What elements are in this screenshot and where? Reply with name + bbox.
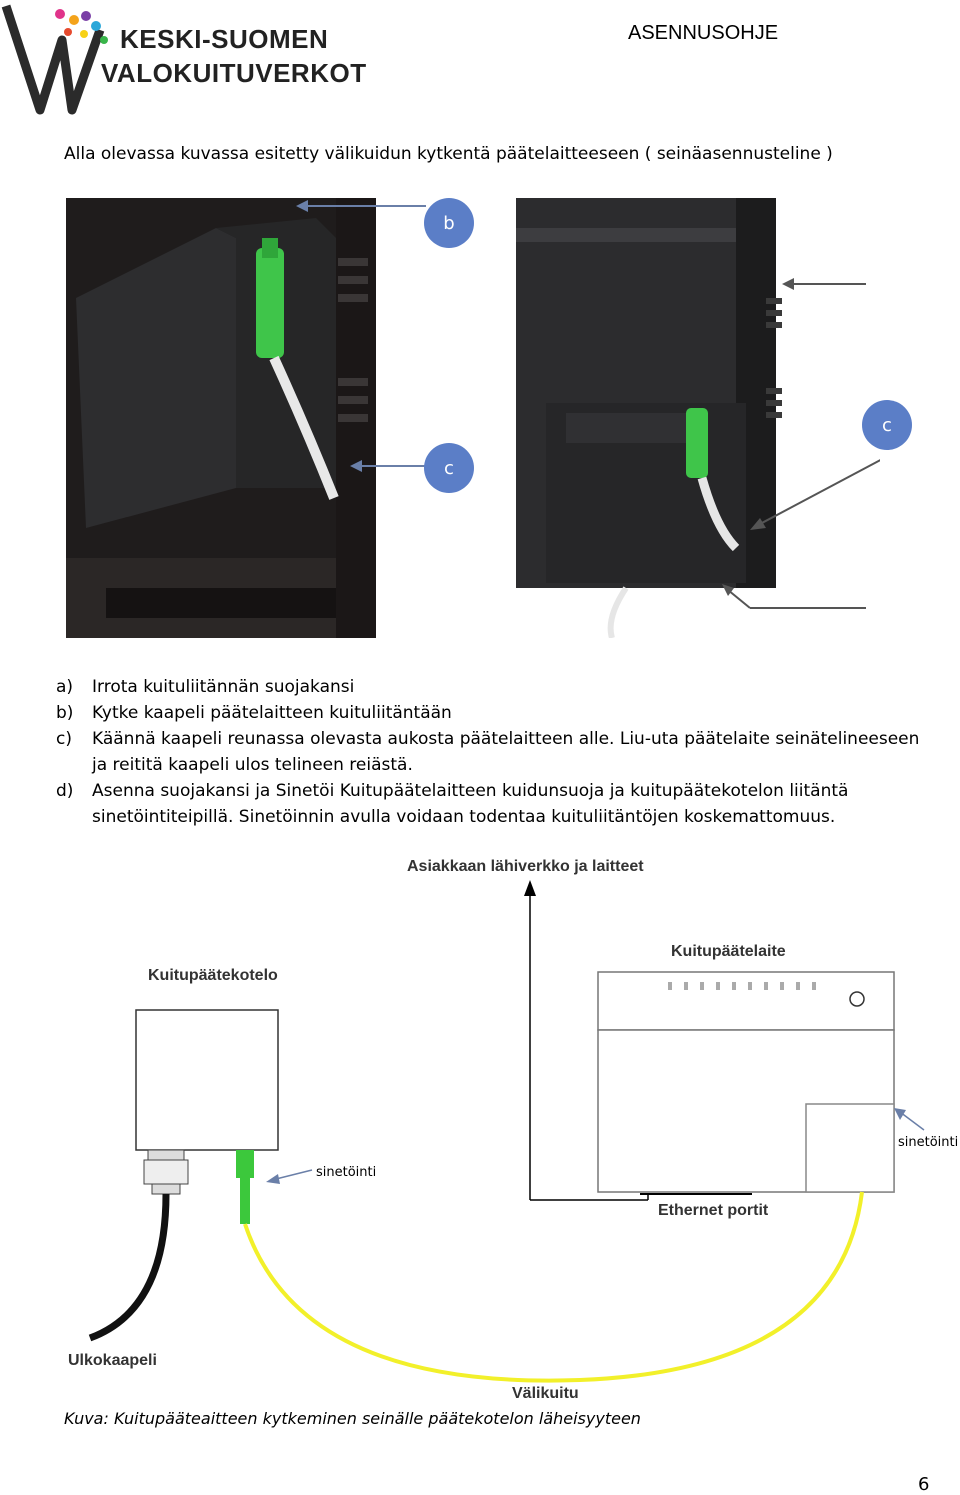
network-label: Asiakkaan lähiverkko ja laitteet (407, 858, 644, 875)
label-b-badge: b (424, 198, 474, 248)
step-b: b) Kytke kaapeli päätelaitteen kuituliit… (56, 700, 932, 726)
photo-right (516, 198, 782, 638)
step-d: d) Asenna suojakansi ja Sinetöi Kuitupää… (56, 778, 932, 830)
seal-label-left: sinetöinti (316, 1165, 377, 1180)
terminal-device (597, 971, 895, 1193)
photo-left (66, 198, 376, 638)
patch-cable-label: Välikuitu (512, 1385, 579, 1402)
pointer-arrows-right (722, 278, 880, 609)
figure-caption: Kuva: Kuitupääteaitteen kytkeminen seinä… (64, 1409, 641, 1428)
outdoor-cable (88, 1193, 170, 1342)
step-c-key: c) (56, 729, 72, 749)
step-c-text: Käännä kaapeli reunassa olevasta aukosta… (92, 729, 920, 775)
patch-cable (243, 1191, 864, 1383)
logo-mark (1, 4, 108, 115)
connection-diagram (88, 880, 925, 1383)
ethernet-label: Ethernet portit (658, 1202, 769, 1219)
step-d-text: Asenna suojakansi ja Sinetöi Kuitupäätel… (92, 781, 849, 827)
logo-line-1: KESKI-SUOMEN (120, 24, 329, 54)
logo (0, 0, 320, 118)
step-c: c) Käännä kaapeli reunassa olevasta auko… (56, 726, 932, 778)
document-type: ASENNUSOHJE (628, 22, 779, 44)
fiber-enclosure (135, 1009, 279, 1224)
step-b-key: b) (56, 703, 74, 723)
intro-text: Alla olevassa kuvassa esitetty välikuidu… (64, 144, 833, 164)
step-a-text: Irrota kuituliitännän suojakansi (92, 677, 355, 697)
page-number: 6 (918, 1474, 930, 1495)
label-c-badge-left: c (424, 443, 474, 493)
installation-steps: a) Irrota kuituliitännän suojakansi b) K… (56, 674, 932, 830)
logo-line-2: VALOKUITUVERKOT (101, 58, 367, 88)
label-c-badge-right: c (862, 400, 912, 450)
seal-label-right: sinetöinti (898, 1135, 959, 1150)
enclosure-label: Kuitupäätekotelo (148, 967, 278, 984)
step-a-key: a) (56, 677, 74, 697)
outdoor-cable-label: Ulkokaapeli (68, 1352, 157, 1369)
step-a: a) Irrota kuituliitännän suojakansi (56, 674, 932, 700)
device-label: Kuitupäätelaite (671, 943, 786, 960)
pointer-arrow-b (296, 200, 426, 472)
step-b-text: Kytke kaapeli päätelaitteen kuituliitänt… (92, 703, 452, 723)
step-d-key: d) (56, 781, 74, 801)
